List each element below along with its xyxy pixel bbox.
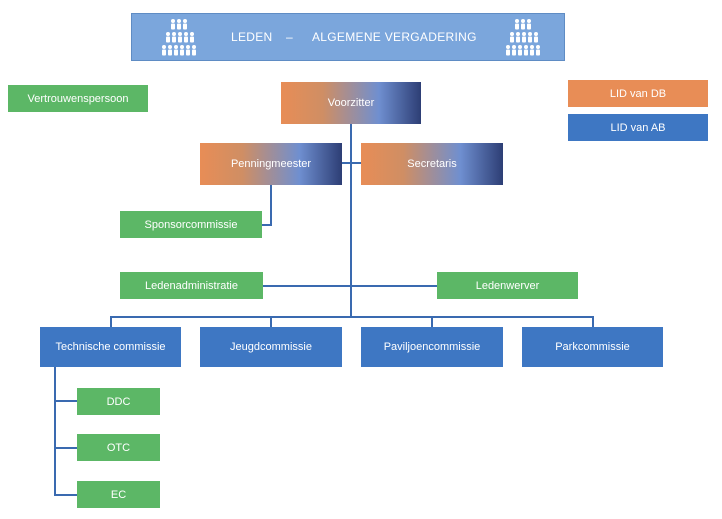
node-jeugdcommissie: Jeugdcommissie <box>200 327 342 367</box>
header-title-part1: LEDEN <box>231 30 273 44</box>
connector-pk-drop <box>592 316 594 327</box>
connector-sponsor-vertical <box>270 185 272 225</box>
node-sponsorcommissie: Sponsorcommissie <box>120 211 262 238</box>
header-separator: – <box>286 30 293 44</box>
node-technische-commissie: Technische commissie <box>40 327 181 367</box>
node-parkcommissie: Parkcommissie <box>522 327 663 367</box>
connector-ddc <box>54 400 77 402</box>
connector-jc-drop <box>270 316 272 327</box>
legend-db: LID van DB <box>568 80 708 107</box>
node-ddc: DDC <box>77 388 160 415</box>
connector-leden-horizontal <box>263 285 437 287</box>
people-group-icon <box>162 19 196 56</box>
connector-main-vertical <box>350 124 352 317</box>
connector-tc-drop <box>110 316 112 327</box>
connector-pv-drop <box>431 316 433 327</box>
header-banner: LEDEN – ALGEMENE VERGADERING <box>131 13 565 61</box>
node-vertrouwenspersoon: Vertrouwenspersoon <box>8 85 148 112</box>
node-penningmeester: Penningmeester <box>200 143 342 185</box>
node-paviljoencommissie: Paviljoencommissie <box>361 327 503 367</box>
node-secretaris: Secretaris <box>361 143 503 185</box>
header-title-part2: ALGEMENE VERGADERING <box>312 30 477 44</box>
connector-sponsor-horizontal <box>262 224 272 226</box>
node-voorzitter: Voorzitter <box>281 82 421 124</box>
connector-ec <box>54 494 77 496</box>
connector-tc-vertical <box>54 367 56 495</box>
node-ec: EC <box>77 481 160 508</box>
node-ledenadministratie: Ledenadministratie <box>120 272 263 299</box>
connector-commissions-horizontal <box>110 316 593 318</box>
legend-ab: LID van AB <box>568 114 708 141</box>
node-ledenwerver: Ledenwerver <box>437 272 578 299</box>
connector-officers <box>342 162 361 164</box>
people-group-icon <box>506 19 540 56</box>
node-otc: OTC <box>77 434 160 461</box>
connector-otc <box>54 447 77 449</box>
